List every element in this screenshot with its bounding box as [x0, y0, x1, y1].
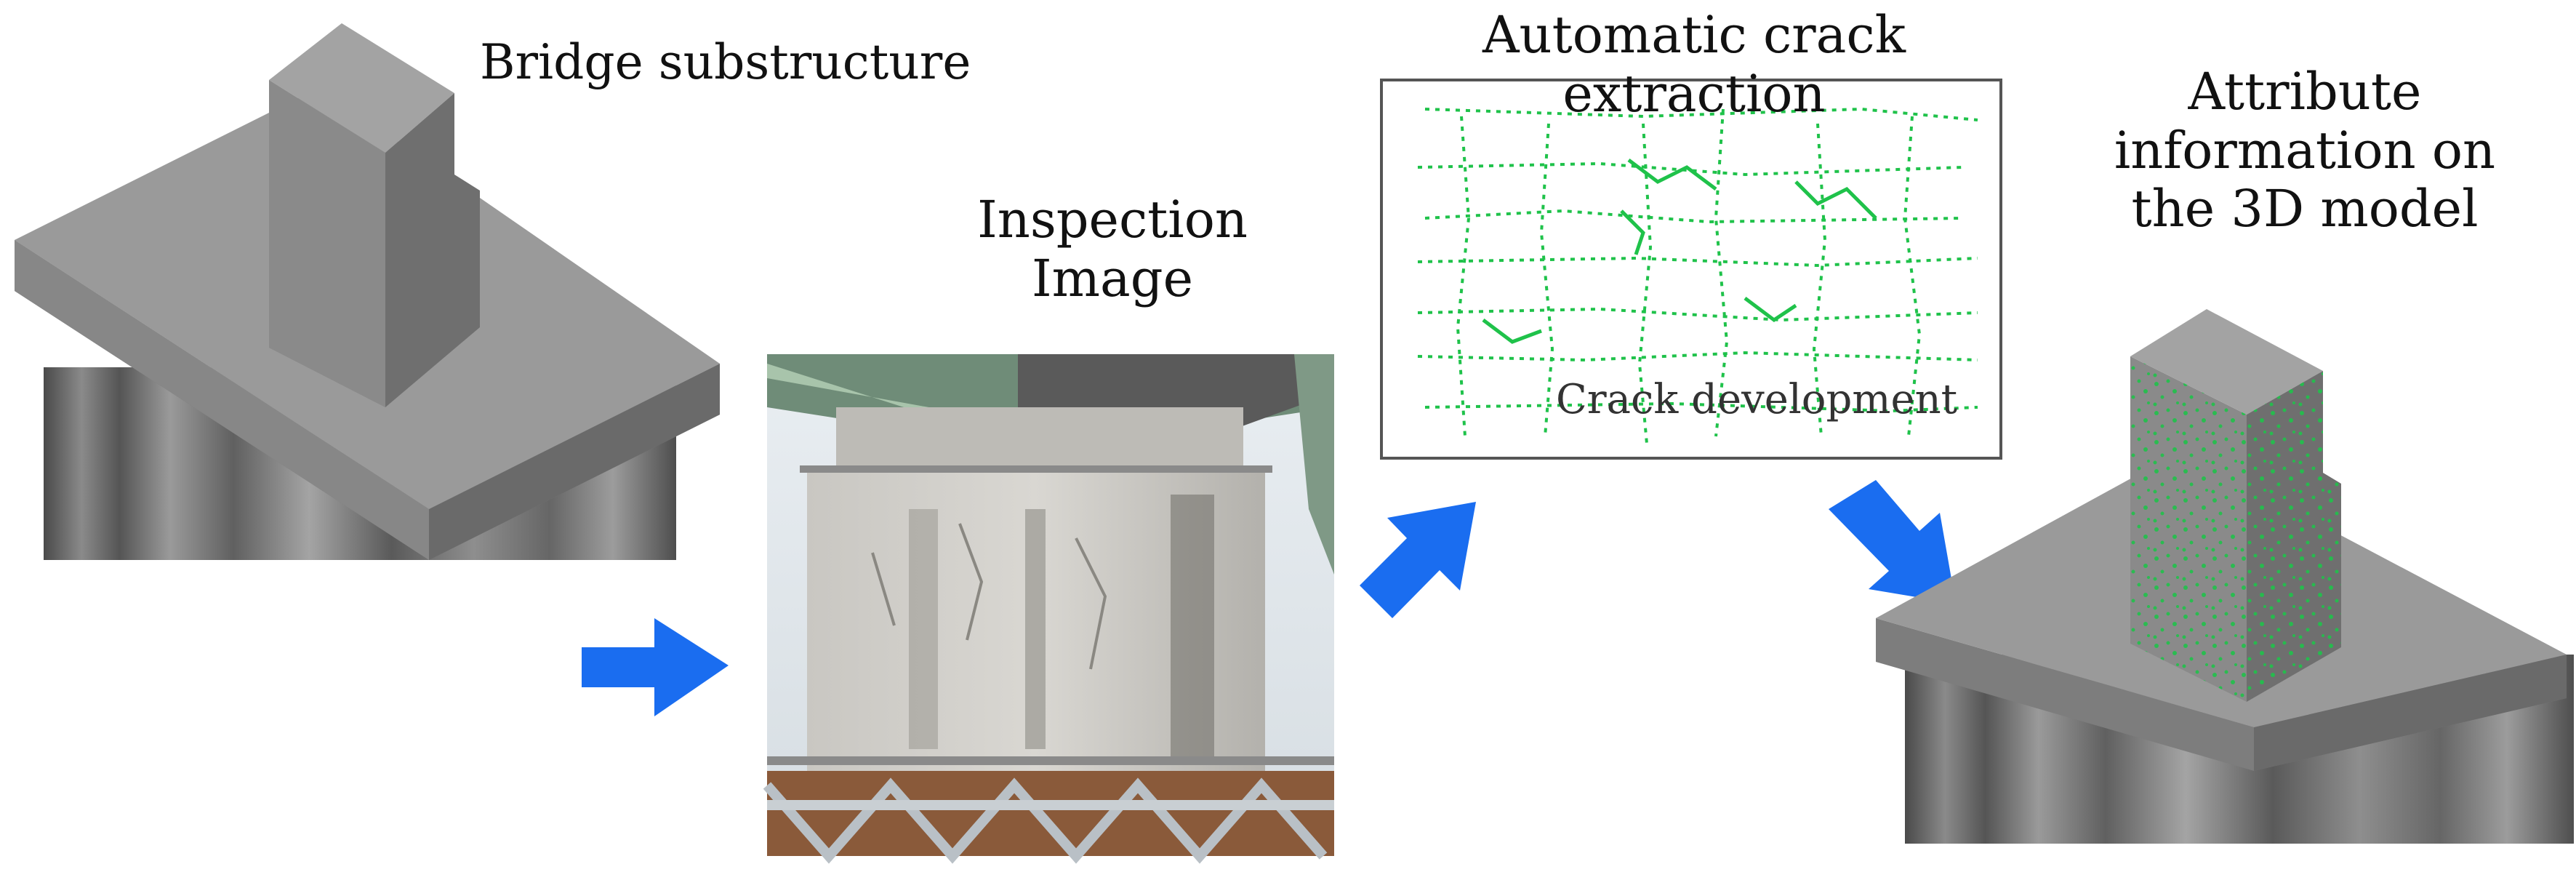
attributed-3d-model [1876, 309, 2574, 844]
attribute-information-label: Attribute information on the 3D model [2114, 62, 2496, 239]
crack-development-label: Crack development [1556, 376, 1958, 423]
bridge-substructure-model [15, 23, 720, 560]
crack-extraction-label: Automatic crack extraction [1482, 5, 1906, 124]
flow-arrow-icon [1360, 502, 1476, 618]
inspection-image-label: Inspection Image [977, 190, 1248, 308]
flow-arrow-icon [1829, 480, 1956, 604]
bridge-substructure-label: Bridge substructure [480, 34, 971, 90]
inspection-photo [763, 354, 1334, 864]
flow-arrow-icon [582, 618, 729, 716]
crack-extraction-panel [1380, 79, 2002, 460]
